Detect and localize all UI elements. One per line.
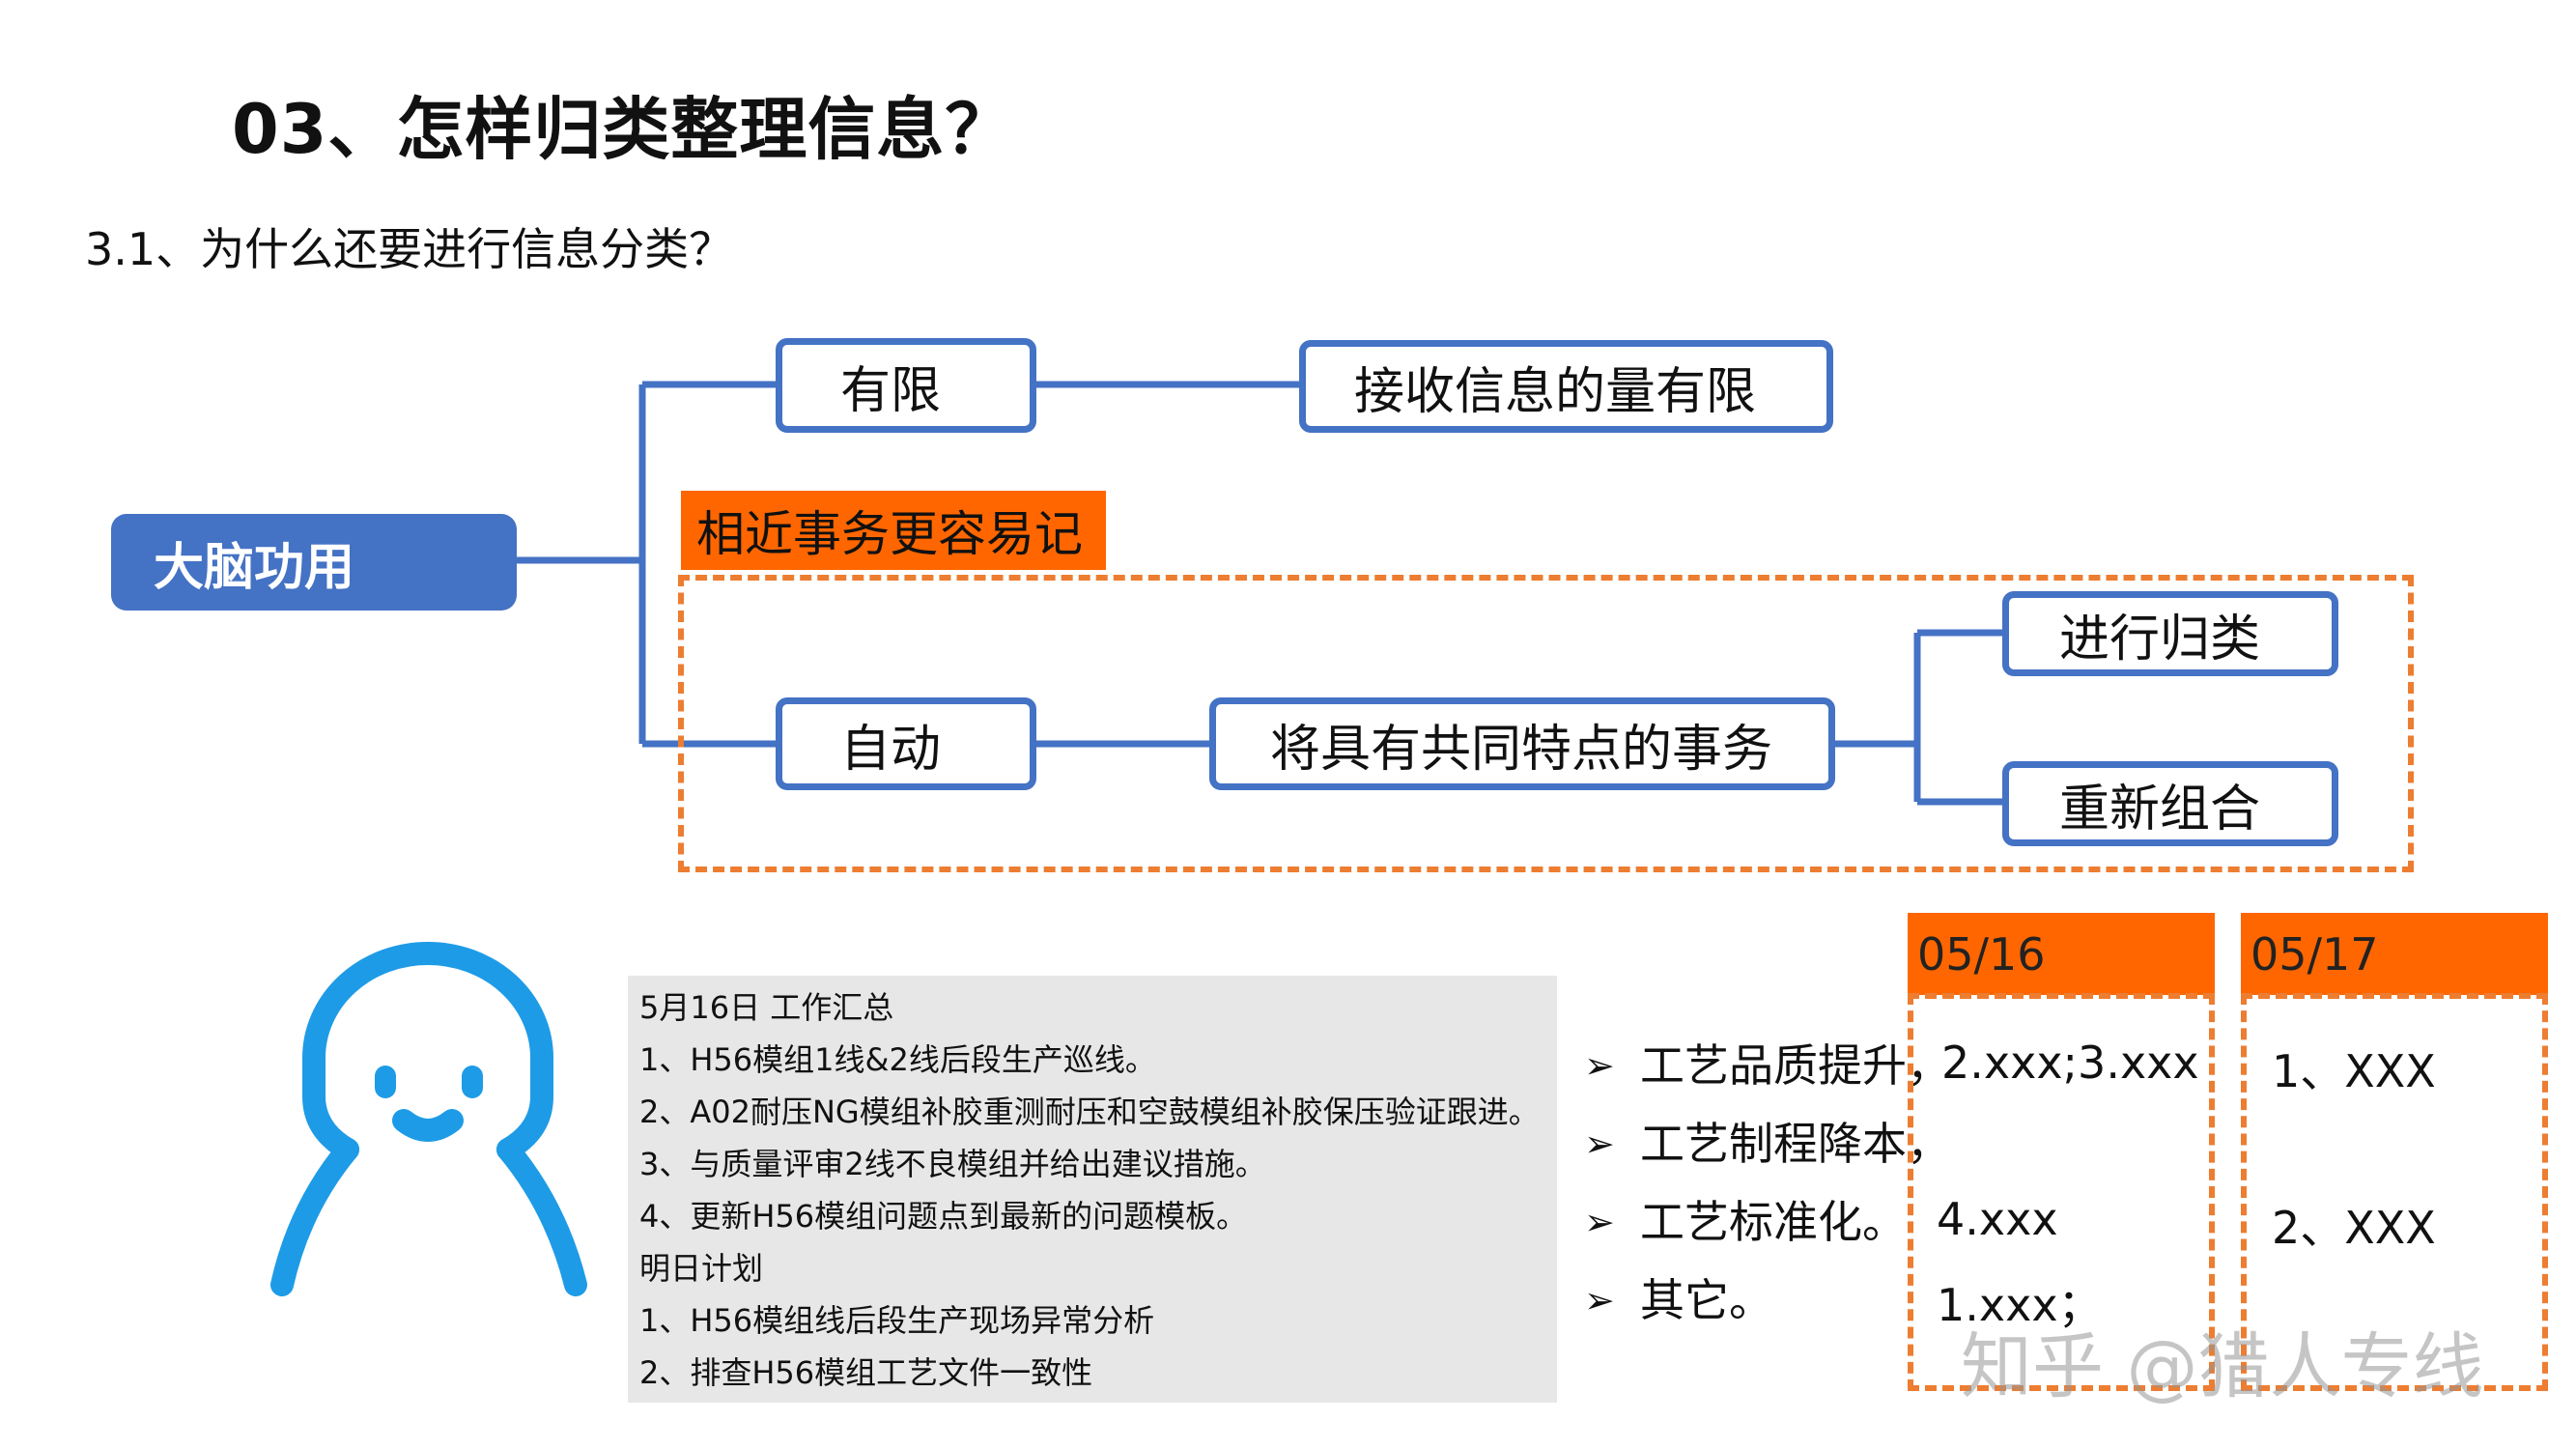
- node-recombine: 重新组合: [2002, 761, 2338, 846]
- node-auto-desc: 将具有共同特点的事务: [1209, 697, 1835, 790]
- node-auto: 自动: [776, 697, 1036, 790]
- bullet-item: ➢ 工艺制程降本，: [1584, 1105, 1951, 1183]
- watermark: 知乎 @猎人专线: [1961, 1325, 2484, 1408]
- date-header-0517: 05/17: [2241, 913, 2548, 995]
- summary-line: 1、H56模组1线&2线后段生产巡线。: [639, 1041, 1156, 1078]
- summary-line: 3、与质量评审2线不良模组并给出建议措施。: [639, 1146, 1266, 1182]
- date-0516-item: 4.xxx: [1937, 1193, 2058, 1245]
- arrow-bullet-icon: ➢: [1584, 1279, 1615, 1321]
- work-summary-box: 5月16日 工作汇总 1、H56模组1线&2线后段生产巡线。 2、A02耐压NG…: [628, 976, 1557, 1403]
- summary-line: 5月16日 工作汇总: [639, 989, 894, 1026]
- arrow-bullet-icon: ➢: [1584, 1044, 1615, 1087]
- node-limited-desc: 接收信息的量有限: [1299, 340, 1833, 433]
- summary-line: 明日计划: [639, 1250, 764, 1287]
- summary-line: 2、排查H56模组工艺文件一致性: [639, 1354, 1093, 1391]
- bullet-item: ➢ 工艺品质提升，: [1584, 1027, 1951, 1105]
- page-title: 03、怎样归类整理信息？: [232, 90, 1014, 169]
- highlight-label: 相近事务更容易记: [681, 491, 1106, 570]
- date-0517-item: 1、XXX: [2272, 1045, 2436, 1097]
- arrow-bullet-icon: ➢: [1584, 1122, 1615, 1165]
- date-column-0517: [2241, 993, 2548, 1391]
- summary-line: 1、H56模组线后段生产现场异常分析: [639, 1302, 1155, 1339]
- date-header-0516: 05/16: [1908, 913, 2215, 995]
- bullet-item: ➢ 工艺标准化。: [1584, 1183, 1951, 1262]
- highlight-dashed-box: [678, 575, 2414, 872]
- date-0516-item: 2.xxx;3.xxx: [1941, 1037, 2199, 1089]
- arrow-bullet-icon: ➢: [1584, 1201, 1615, 1243]
- smiley-avatar-icon: [270, 942, 587, 1296]
- date-0516-item: 1.xxx；: [1937, 1279, 2103, 1331]
- date-0517-item: 2、XXX: [2272, 1202, 2436, 1254]
- node-classify: 进行归类: [2002, 591, 2338, 676]
- section-subtitle: 3.1、为什么还要进行信息分类？: [85, 223, 734, 275]
- date-column-0516: [1908, 993, 2215, 1391]
- bullet-item: ➢ 其它。: [1584, 1262, 1951, 1340]
- bullet-list: ➢ 工艺品质提升， ➢ 工艺制程降本， ➢ 工艺标准化。 ➢ 其它。: [1584, 1027, 1951, 1340]
- summary-line: 4、更新H56模组问题点到最新的问题模板。: [639, 1198, 1248, 1235]
- summary-line: 2、A02耐压NG模组补胶重测耐压和空鼓模组补胶保压验证跟进。: [639, 1094, 1540, 1130]
- root-node-brain-function: 大脑功用: [111, 514, 517, 611]
- node-limited: 有限: [776, 338, 1036, 433]
